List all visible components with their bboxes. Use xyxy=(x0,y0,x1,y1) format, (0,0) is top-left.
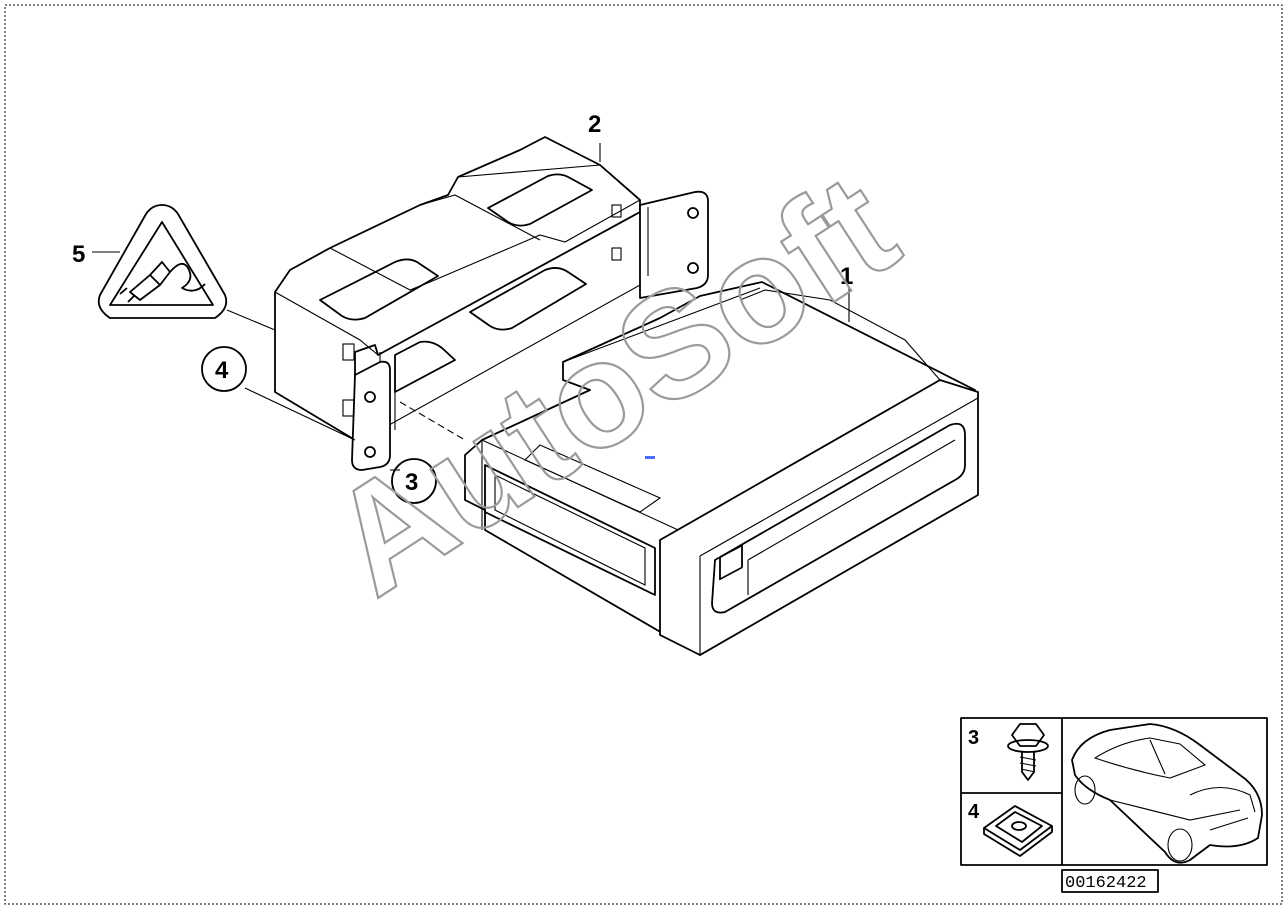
callout-part-2: 2 xyxy=(588,111,601,138)
screw-icon[interactable] xyxy=(1007,723,1049,781)
inset-label-3: 3 xyxy=(968,727,979,749)
unit-part-1[interactable] xyxy=(464,281,979,656)
callout-part-1: 1 xyxy=(840,263,853,290)
svg-text:4: 4 xyxy=(215,357,229,384)
watermark-dot xyxy=(645,456,655,459)
warning-triangle-plug-icon[interactable] xyxy=(97,204,228,319)
callout-part-5: 5 xyxy=(72,241,85,268)
svg-text:3: 3 xyxy=(405,469,418,496)
callout-part-4: 4 xyxy=(201,346,247,392)
bracket-part-2[interactable] xyxy=(274,136,709,471)
inset-legend: 3 4 xyxy=(960,717,1268,866)
car-outline-icon xyxy=(1071,723,1263,864)
part-number-box: 00162422 xyxy=(1061,869,1159,893)
callout-part-3: 3 xyxy=(391,458,437,504)
leader-lines xyxy=(92,143,850,471)
inset-label-4: 4 xyxy=(968,801,980,823)
clip-nut-icon[interactable] xyxy=(983,805,1053,857)
part-number-text: 00162422 xyxy=(1065,874,1147,893)
